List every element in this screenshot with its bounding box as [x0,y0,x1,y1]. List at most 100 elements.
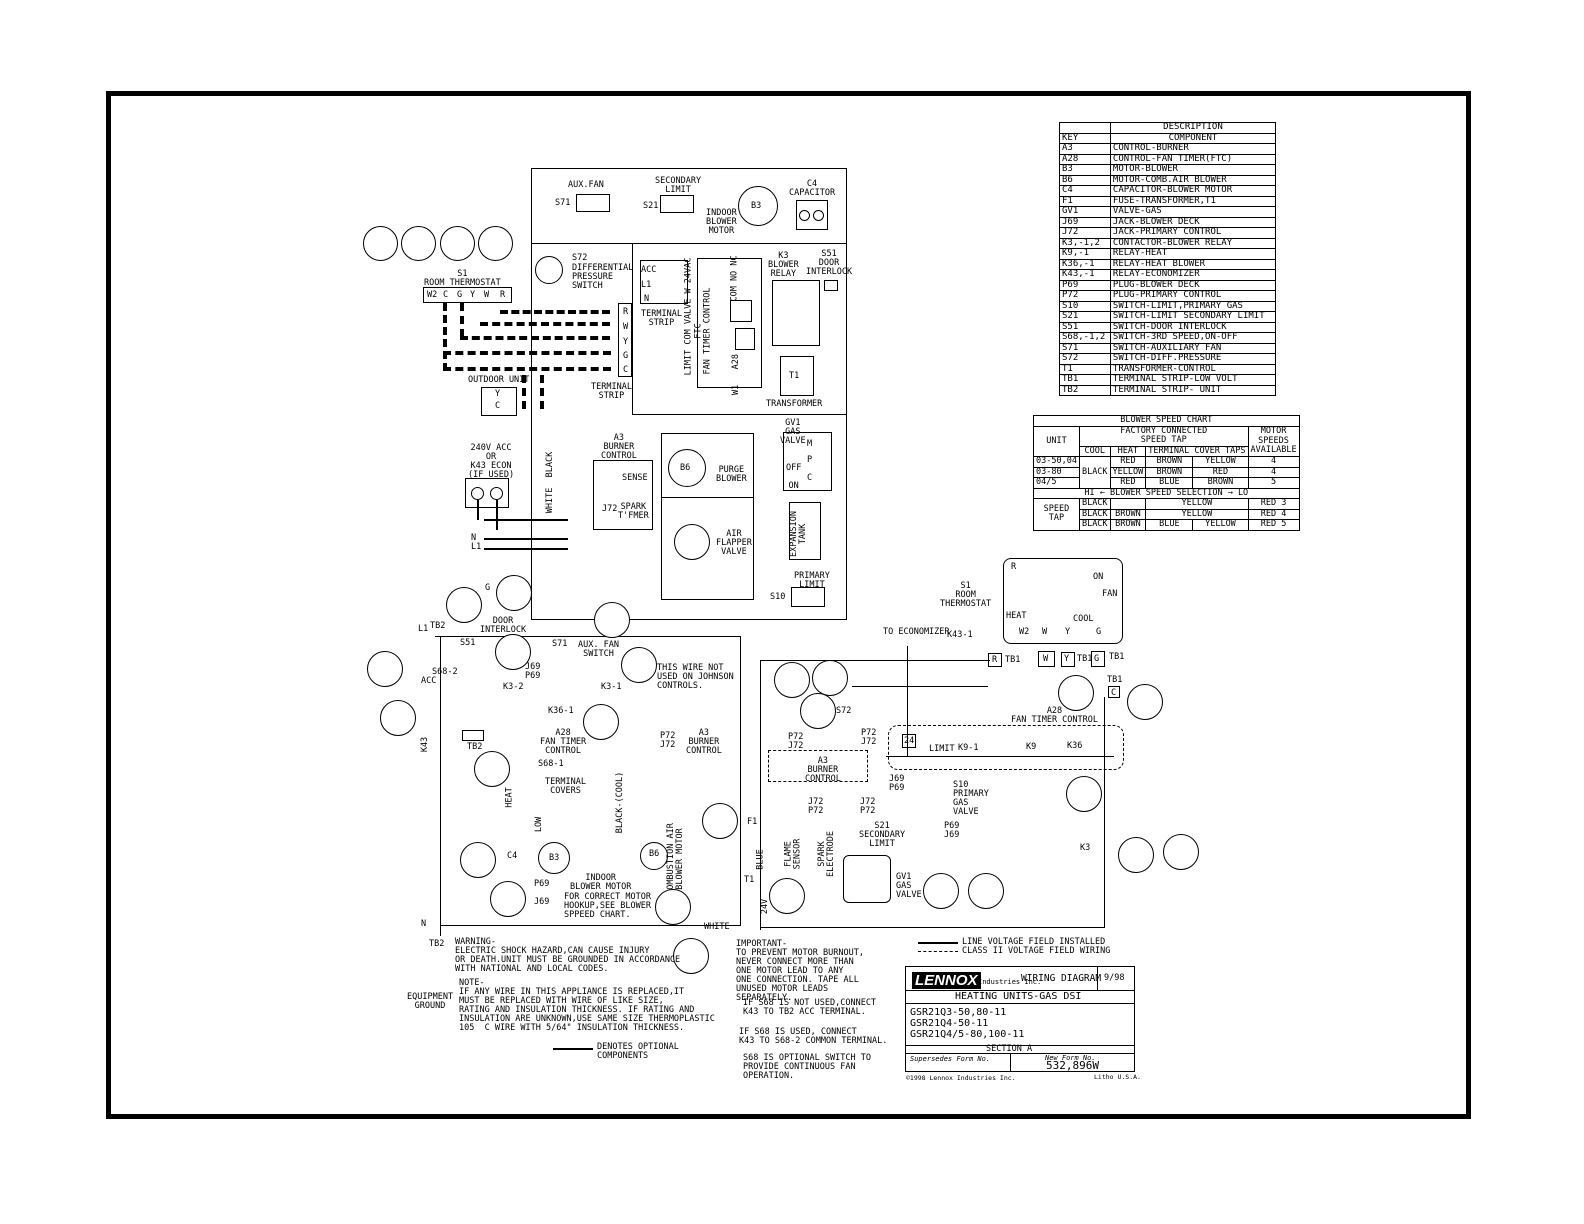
tb1-label-3: TB1 [1109,652,1125,662]
expansion-tank-symbol [789,502,821,560]
tstat-term-w2: W2 [1019,627,1030,637]
acc-terminal-block [465,478,509,508]
com-no-nc-label: COM NO NC [729,255,740,302]
primary-limit-symbol [791,587,825,607]
burner-control-box [593,460,653,530]
s72-switch-symbol [535,256,563,284]
blower-speed-chart: BLOWER SPEED CHART UNIT FACTORY CONNECTE… [1033,415,1300,531]
tb2-ladder-label: TB2 [430,621,446,631]
note-s68-used: IF S68 IS USED, CONNECT K43 TO S68-2 COM… [739,1027,888,1046]
l1-label: L1 [641,280,652,290]
capacitor-symbol [796,200,828,230]
acc-ladder-label: ACC [421,676,437,686]
k9-1-label: K9-1 [958,743,979,753]
litho: Litho U.S.A. [1094,1073,1141,1081]
brand-subtitle: Industries Inc. [978,978,1042,986]
component-header: COMPONENT [1109,132,1277,144]
n-l1-label: N L1 [471,533,482,552]
s68-1-label: S68-1 [538,759,564,769]
air-flapper-valve-label: AIR FLAPPER VALVE [716,529,752,557]
purge-blower-label: PURGE BLOWER [716,465,747,484]
this-wire-note: THIS WIRE NOT USED ON JOHNSON CONTROLS. [657,663,734,691]
copyright: ©1998 Lennox Industries Inc. [906,1074,1016,1082]
terminal-strip-label: TERMINAL STRIP [641,309,682,328]
tb1-term-g: G [1094,654,1100,664]
outdoor-unit-block [481,387,517,416]
terminal-strip-2-label: TERMINAL STRIP [591,382,632,401]
primary-limit-label: PRIMARY LIMIT [794,571,830,590]
j72-label: J72 [602,504,618,514]
indoor-blower-ladder-label: INDOOR BLOWER MOTOR [570,873,632,892]
a3-burner-right-label: A3 BURNER CONTROL [805,756,841,784]
a28-ftc-right-label: A28 FAN TIMER CONTROL [1011,706,1098,725]
secondary-limit-symbol [660,195,694,213]
b3-label: B3 [751,201,762,211]
low-ladder-label: LOW [534,816,545,833]
section-label: SECTION A [986,1044,1033,1054]
k3-relay-symbol [772,280,820,346]
fan-timer-control-box [697,258,762,388]
b3-ladder-motor [538,842,570,874]
outdoor-term-y: Y [495,389,501,399]
gv1-right-label: GV1 GAS VALVE [896,872,922,900]
thermostat-terminal-w2: W2 [427,290,438,300]
outdoor-unit-label: OUTDOOR UNIT [468,375,530,385]
note-s68-not-used: IF S68 IS NOT USED,CONNECT K43 TO TB2 AC… [743,998,877,1017]
strip-term-g: G [623,351,629,361]
s10-label: S10 [770,592,786,602]
on-right-label: ON [1093,572,1104,582]
heat-ladder-label: HEAT [504,787,515,808]
k3-2-label: K3-2 [503,682,524,692]
s71-label: S71 [555,198,571,208]
p69-ladder-label: P69 [534,879,550,889]
a3-burner-control-label: A3 BURNER CONTROL [601,433,637,461]
c4-capacitor-label: C4 CAPACITOR [789,179,836,198]
k43-ladder-label: K43 [420,736,431,753]
ground-g-label: G [485,583,491,593]
to-economizer-label: TO ECONOMIZER [883,627,950,637]
diagram-frame [106,91,1471,1119]
thermostat-terminal-g: G [457,290,463,300]
motor-hookup-note: FOR CORRECT MOTOR HOOKUP,SEE BLOWER SPPE… [564,892,651,920]
t1-right-label: T1 [744,875,755,885]
off-on-label: OFF ON [786,463,802,491]
form-number: 532,896W [1046,1059,1099,1072]
sense-label: SENSE [622,473,648,483]
a28-ftc-ladder-label: A28 FAN TIMER CONTROL [540,728,587,756]
s68-2-label: S68-2 [432,667,458,677]
callout-circle [363,226,398,261]
supersedes-label: Supersedes Form No. [910,1055,991,1063]
chart-title: BLOWER SPEED CHART [1033,415,1300,427]
transformer-symbol [780,356,814,396]
b6-motor-symbol [668,449,706,487]
callout-circle [401,226,436,261]
black-cool-label: BLACK-(COOL) [615,771,626,834]
tb1-label-1: TB1 [1005,655,1021,665]
tstat-term-w: W [1042,627,1048,637]
n-ladder-label: N [421,919,427,929]
door-interlock-ladder-label: DOOR INTERLOCK [480,616,527,635]
equipment-ground-label: EQUIPMENT GROUND [407,992,454,1011]
acc-label: ACC [641,265,657,275]
spark-electrode-label: SPARK ELECTRODE [817,830,837,878]
room-thermostat-block [423,287,512,303]
burner-control-dashed [768,750,868,782]
warning-note: WARNING- ELECTRIC SHOCK HAZARD,CAN CAUSE… [455,937,681,974]
room-thermostat-label: S1 ROOM THERMOSTAT [424,269,501,288]
j72-p72-right-label-2: J72 P72 [860,797,876,816]
tb1-term-w: W [1043,654,1049,664]
tb1-label-2: TB1 [1077,654,1093,664]
